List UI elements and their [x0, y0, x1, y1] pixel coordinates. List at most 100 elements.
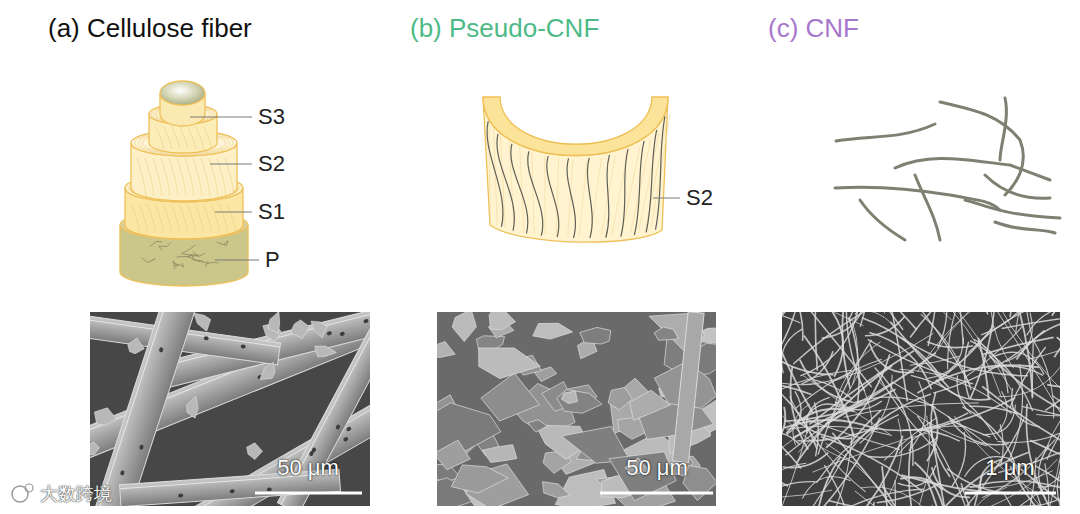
sem-nanofiber [970, 312, 995, 399]
sem-nanofiber [1010, 312, 1013, 317]
fiber-pit [363, 319, 369, 324]
fibril-crack [217, 241, 228, 246]
nanofiber [895, 159, 1050, 180]
fibril-line [547, 156, 559, 237]
panel-title: (b) Pseudo-CNF [410, 13, 599, 44]
fibril-crack [193, 252, 205, 257]
microfibril-line [137, 158, 146, 196]
fibril-crack [192, 255, 203, 261]
fibril-line [634, 141, 644, 235]
light-fibril [489, 114, 490, 223]
sem-nanofiber [849, 312, 917, 330]
fibril-line [646, 130, 657, 233]
scale-label: 50 μm [277, 455, 339, 481]
layer-label: S2 [258, 151, 285, 177]
panel-title: (a) Cellulose fiber [48, 13, 252, 44]
sem-nanofiber [782, 312, 786, 349]
sem-nanofiber [982, 445, 1049, 498]
microfibril-line [179, 126, 188, 149]
sem-nanofiber [900, 477, 943, 489]
shell-illustration [483, 97, 670, 242]
sem-nanofiber [997, 420, 1060, 443]
microfibril-line [131, 204, 140, 233]
sem-nanofiber [959, 312, 963, 344]
scale-bar [965, 492, 1056, 495]
nanofiber [860, 200, 905, 240]
layer-label: P [265, 247, 280, 273]
microfibril-line [185, 158, 194, 196]
microfibril-line [195, 126, 204, 149]
fiber-pit [178, 493, 183, 497]
sem-shard [489, 312, 515, 330]
microfibril-line [187, 126, 196, 149]
fiber-ridge [90, 312, 171, 506]
sem-nanofiber [895, 480, 897, 506]
microfibril-line [187, 204, 196, 233]
sem-nanofiber [993, 352, 1044, 374]
sem-shard [654, 327, 678, 340]
panel-title: (c) CNF [768, 13, 859, 44]
sem-nanofiber [782, 312, 813, 413]
sem-fragment [128, 338, 145, 354]
sem-shard [543, 482, 570, 498]
sem-nanofiber [850, 410, 881, 443]
light-fibril [532, 152, 535, 234]
sem-shard [451, 465, 508, 493]
light-fibril [544, 156, 545, 235]
sem-nanofiber [782, 482, 815, 506]
microfibril-line [145, 158, 154, 196]
fibril-crack [150, 241, 162, 246]
sem-nanofiber [782, 312, 801, 323]
fibril-crack [206, 262, 219, 267]
sem-nanofiber [828, 333, 933, 383]
sem-fragment [268, 312, 280, 333]
sem-image [782, 312, 1060, 506]
sem-nanofiber [1027, 312, 1060, 335]
sem-shard [630, 390, 671, 420]
scale-bar [600, 492, 713, 495]
sem-nanofiber [860, 312, 879, 327]
sem-nanofiber [983, 337, 1054, 354]
sem-nanofiber [807, 312, 872, 387]
fiber-pit [267, 487, 272, 491]
microfibril-line [147, 204, 156, 233]
microfibril-line [211, 204, 220, 233]
sem-nanofiber [846, 312, 864, 391]
fibril-crack [188, 257, 209, 263]
sem-nanofiber [998, 359, 1060, 397]
leader-line [190, 117, 252, 118]
sem-nanofiber [844, 403, 979, 417]
sem-fragment [187, 396, 198, 418]
sem-nanofiber [822, 312, 867, 338]
sem-shard [580, 327, 611, 344]
sem-panel: 50 μm [90, 312, 370, 506]
sem-nanofiber [1035, 466, 1060, 506]
sem-image [437, 312, 716, 506]
watermark-logo [12, 484, 33, 502]
light-fibril [509, 141, 514, 231]
microfibril-line [203, 204, 212, 233]
microfibril-line [179, 204, 188, 233]
watermark: 大数跨境 [40, 483, 112, 505]
sem-nanofiber [957, 375, 971, 414]
leader-line [210, 164, 252, 165]
sem-nanofiber [1059, 462, 1060, 506]
sem-shard [452, 312, 476, 342]
nanofiber [965, 200, 1060, 218]
sem-shard [683, 466, 716, 501]
fibril-crack [159, 243, 171, 251]
sem-nanofiber [989, 355, 1060, 418]
fibril-crack [176, 255, 191, 257]
fibril-line [511, 144, 528, 234]
sem-nanofiber [898, 465, 936, 486]
fiber-pit [343, 436, 349, 442]
sem-nanofiber [882, 466, 897, 506]
scale-bar [255, 492, 362, 495]
sem-nanofiber [969, 406, 1020, 415]
sem-nanofiber [1047, 384, 1060, 460]
sem-nanofiber [903, 312, 952, 320]
fiber-body [277, 326, 370, 506]
sem-shard [482, 445, 517, 463]
sem-nanofiber [787, 391, 802, 434]
